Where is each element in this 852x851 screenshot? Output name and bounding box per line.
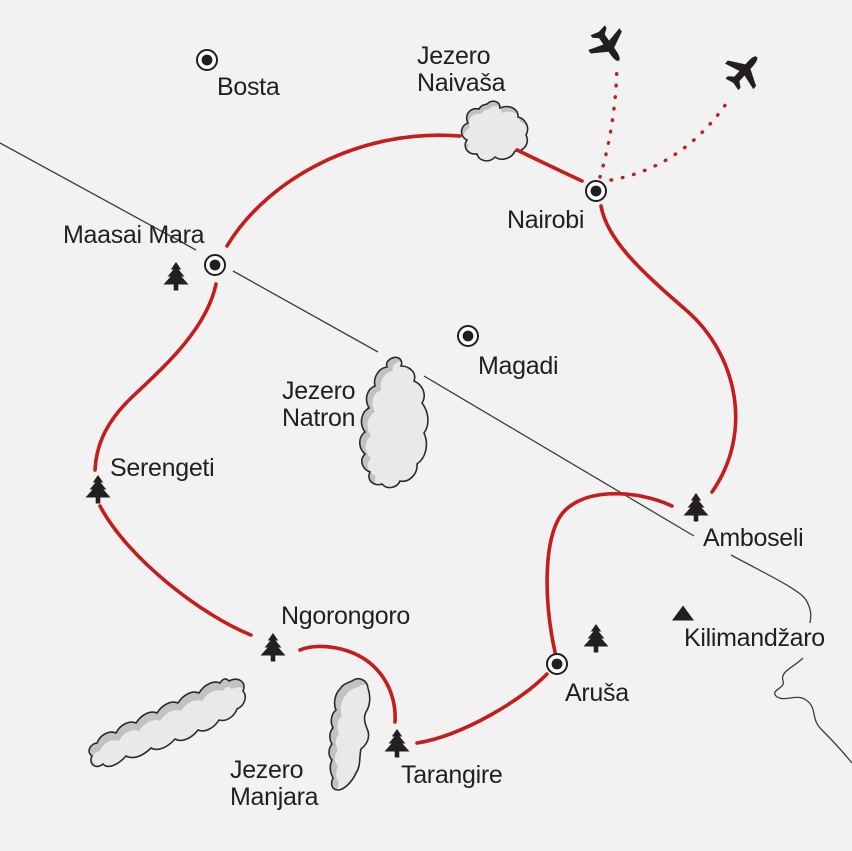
magadi-dot-marker-icon [457, 325, 479, 347]
serengeti-tree-icon [85, 475, 111, 504]
border-segment [232, 270, 379, 353]
route-ngorongoro-serengeti [98, 504, 253, 637]
route-amboseli-arusa [545, 491, 674, 654]
border-segment [730, 554, 812, 624]
route-tarangire-ngorongoro [298, 644, 397, 724]
flight-path-north [598, 64, 619, 179]
lake-manjara-shape [328, 677, 371, 791]
maasai-mara-dot-marker-icon [204, 254, 226, 276]
route-arusa-tarangire [415, 672, 549, 745]
lake-natron-shape [358, 356, 429, 489]
route-naivasa-nairobi [515, 148, 584, 183]
route-nairobi-amboseli [599, 204, 738, 494]
lake-naivasha-shape [460, 100, 529, 162]
nairobi-dot-marker-icon [585, 180, 607, 202]
amboseli-tree-icon [683, 493, 709, 522]
country-border-line [0, 142, 852, 764]
maasai-mara-tree-icon [163, 262, 189, 291]
flight-path-northeast [609, 96, 732, 182]
safari-route-line [93, 133, 738, 745]
arusa-tree-icon [583, 624, 609, 653]
tarangire-tree-icon [384, 729, 410, 758]
flight-paths [598, 64, 732, 182]
border-segment [0, 142, 197, 251]
border-segment-wiggle [774, 657, 852, 764]
arusa-dot-marker-icon [546, 653, 568, 675]
ngorongoro-tree-icon [260, 633, 286, 662]
border-segment [423, 375, 695, 537]
airplane-icon [717, 44, 771, 98]
airplane-icon [582, 19, 635, 72]
route-serengeti-maasaimara [93, 282, 218, 472]
kilimandzaro-mountain-icon [672, 605, 694, 621]
lake-eyasi-shape [88, 678, 247, 768]
route-maasaimara-naivasa [225, 133, 462, 248]
bosta-dot-marker-icon [196, 49, 218, 71]
